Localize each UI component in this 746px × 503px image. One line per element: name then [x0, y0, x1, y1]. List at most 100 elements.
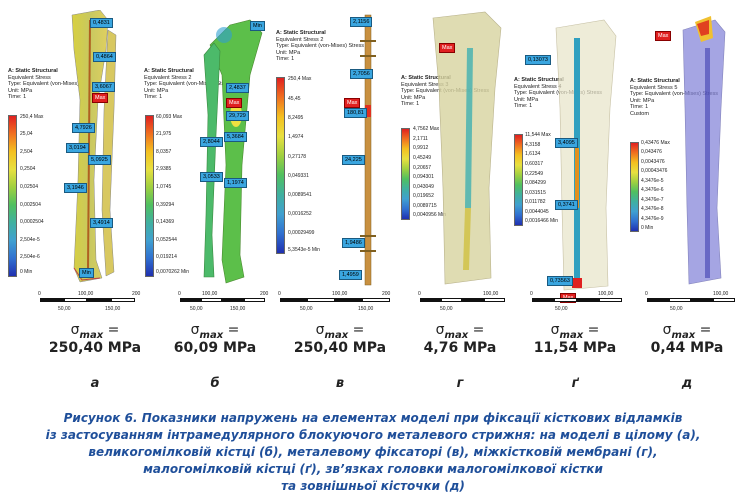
scale-bar-v: [280, 298, 390, 302]
panel-g-hard: A: Static Structural Equivalent Stress 4…: [510, 0, 625, 312]
sigma-value-b: 60,09 MPa: [173, 340, 257, 356]
stress-callout: 3,0194: [66, 143, 89, 153]
legend-level: 4,3476e-6: [641, 187, 664, 193]
legend-level: 0,0040956 Min: [413, 212, 447, 218]
legend-level: 4,3476e-5: [641, 178, 664, 184]
legend-level: 0,094301: [413, 174, 434, 180]
scale-label: 150,00: [105, 306, 121, 312]
legend-level: 0,049331: [288, 173, 309, 179]
legend-level: 8,2495: [288, 115, 304, 121]
legend-level: 0,60317: [525, 161, 544, 167]
legend-level: 11,544 Max: [525, 132, 551, 138]
sigma-label-a: σmax =: [70, 322, 120, 341]
legend-level: 0 Min: [641, 225, 654, 231]
stress-callout: 0,3741: [555, 200, 578, 210]
scale-label: 100,00: [202, 291, 218, 297]
max-callout: Max: [92, 93, 109, 103]
legend-level: 250,4 Max: [288, 76, 312, 82]
max-callout: Max: [655, 31, 672, 41]
legend-level: 0,043049: [413, 184, 434, 190]
membrane-model-g: [432, 11, 502, 285]
legend-level: 2,504: [20, 149, 33, 155]
scale-bar-b: [180, 298, 265, 302]
scale-label: 50,00: [440, 306, 453, 312]
sigma-label-gh: σmax =: [550, 322, 600, 341]
scale-bar-g: [420, 298, 505, 302]
scale-label: 200: [260, 291, 269, 297]
stress-callout: 5,0925: [88, 155, 111, 165]
stress-callout: 2,7056: [350, 69, 373, 79]
legend-level: 8,0357: [156, 149, 172, 155]
scale-bar-gh: [532, 298, 622, 302]
tibia-model-b: [203, 19, 263, 284]
legend-level: 1,6134: [525, 151, 541, 157]
fibula-model-gh: [555, 19, 617, 291]
legend-level: 4,3476e-8: [641, 206, 664, 212]
colorbar-a: [8, 115, 17, 277]
colorbar-v: [276, 77, 285, 254]
legend-level: 0,22549: [525, 171, 544, 177]
scale-label: 0: [38, 291, 41, 297]
panel-letter-v: в: [335, 376, 345, 391]
stress-callout: 0,73563: [547, 276, 573, 286]
legend-level: 0,2504: [20, 166, 36, 172]
sigma-value-g: 4,76 MPa: [423, 340, 497, 356]
sigma-label-g: σmax =: [435, 322, 485, 341]
legend-level: 0,9912: [413, 145, 429, 151]
legend-title-d: A: Static Structural Equivalent Stress 5…: [630, 78, 719, 117]
scale-label: 100,00: [78, 291, 94, 297]
scale-bar-a: [40, 298, 135, 302]
panel-v: A: Static Structural Equivalent Stress 2…: [270, 0, 395, 312]
legend-level: 2,504e-5: [20, 237, 40, 243]
stress-callout: 0,4831: [90, 18, 113, 28]
figure-caption: Рисунок 6. Показники напружень на елемен…: [10, 410, 736, 495]
stress-callout: 0,4864: [93, 52, 116, 62]
scale-label: 0: [645, 291, 648, 297]
legend-level: 0,0070262 Min: [156, 269, 190, 275]
stress-callout: 4,7926: [72, 123, 95, 133]
sigma-value-gh: 11,54 MPa: [533, 340, 617, 356]
scale-label: 100,00: [713, 291, 729, 297]
stress-callout: 1,9486: [342, 238, 365, 248]
stress-callout: 29,729: [226, 111, 249, 121]
stress-callout: 2,4837: [226, 83, 249, 93]
legend-level: 0,00043476: [641, 168, 668, 174]
caption-line: малогомілковій кістці (ґ), зв’язках голо…: [143, 462, 603, 476]
scale-label: 150,00: [358, 306, 374, 312]
stress-callout: 1,4959: [339, 270, 362, 280]
legend-level: 0,0002504: [20, 219, 44, 225]
legend-level: 0,27178: [288, 154, 307, 160]
legend-level: 0,43476 Max: [641, 140, 670, 146]
legend-level: 0,14369: [156, 219, 175, 225]
legend-level: 0,084299: [525, 180, 546, 186]
legend-level: 0,019652: [413, 193, 434, 199]
panel-letter-d: д: [681, 376, 693, 391]
scale-label: 0: [278, 291, 281, 297]
legend-level: 0,02504: [20, 184, 39, 190]
stress-callout: 24,225: [342, 155, 365, 165]
legend-level: 0,019214: [156, 254, 177, 260]
legend-title-gh: A: Static Structural Equivalent Stress 4…: [514, 77, 603, 109]
legend-level: 21,975: [156, 131, 172, 137]
nail-model-v: [360, 14, 376, 286]
legend-level: 0,00029499: [288, 230, 315, 236]
legend-title-v: A: Static Structural Equivalent Stress 2…: [276, 30, 365, 62]
ligament-model-d: [682, 16, 726, 285]
scale-label: 0: [418, 291, 421, 297]
legend-level: 0,052544: [156, 237, 177, 243]
legend-level: 1,4974: [288, 134, 304, 140]
stress-callout: 180,81: [344, 108, 367, 118]
stress-callout: 3,1946: [64, 183, 87, 193]
legend-level: 2,504e-6: [20, 254, 40, 260]
legend-level: 5,3543e-5 Min: [288, 247, 320, 253]
legend-title-a: A: Static Structural Equivalent Stress T…: [8, 68, 97, 100]
colorbar-b: [145, 115, 154, 277]
stress-callout: 2,1156: [350, 17, 373, 27]
scale-label: 200: [132, 291, 141, 297]
legend-level: 0,0043476: [641, 159, 665, 165]
min-callout: Min: [79, 268, 94, 278]
sigma-label-b: σmax =: [190, 322, 240, 341]
caption-line: та зовнішньої кісточки (д): [281, 479, 465, 493]
scale-label: 150,00: [230, 306, 246, 312]
scale-label: 0: [178, 291, 181, 297]
